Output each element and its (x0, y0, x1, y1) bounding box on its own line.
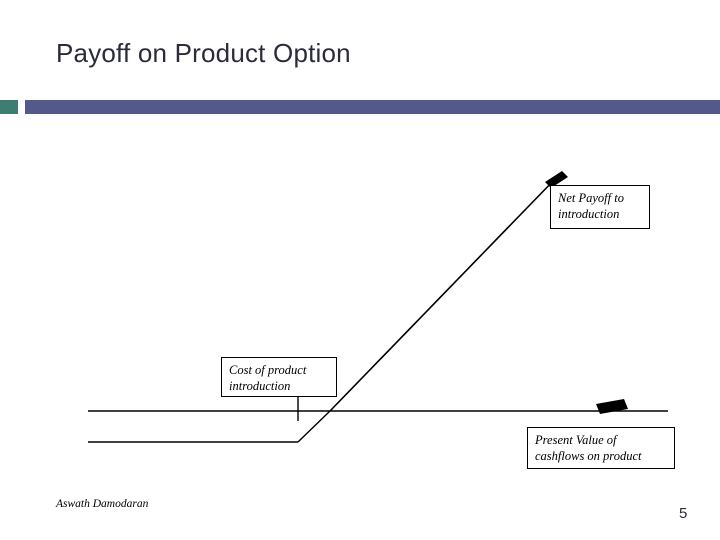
title-divider-accent-cap (0, 100, 18, 114)
axis-connector (297, 410, 331, 443)
callout-cost-of-product-introduction: Cost of product introduction (221, 357, 337, 397)
payoff-line-upward (329, 177, 557, 412)
callout-net-payoff-line2: introduction (558, 206, 620, 221)
page-number: 5 (679, 505, 688, 522)
title-divider-secondary-cap (25, 100, 44, 114)
callout-pv-line2: cashflows on product (535, 448, 642, 463)
title-divider-bar (0, 100, 720, 114)
footer-author: Aswath Damodaran (56, 498, 149, 510)
net-payoff-pointer-icon (545, 171, 568, 188)
callout-pv-line1: Present Value of (535, 433, 617, 447)
page-title: Payoff on Product Option (56, 38, 351, 68)
callout-present-value: Present Value of cashflows on product (527, 427, 675, 469)
callout-cost-line1: Cost of product (229, 363, 307, 377)
callout-net-payoff: Net Payoff to introduction (550, 185, 650, 229)
callout-net-payoff-line1: Net Payoff to (558, 191, 624, 205)
callout-cost-line2: introduction (229, 378, 291, 393)
present-value-pointer-icon (596, 399, 628, 414)
